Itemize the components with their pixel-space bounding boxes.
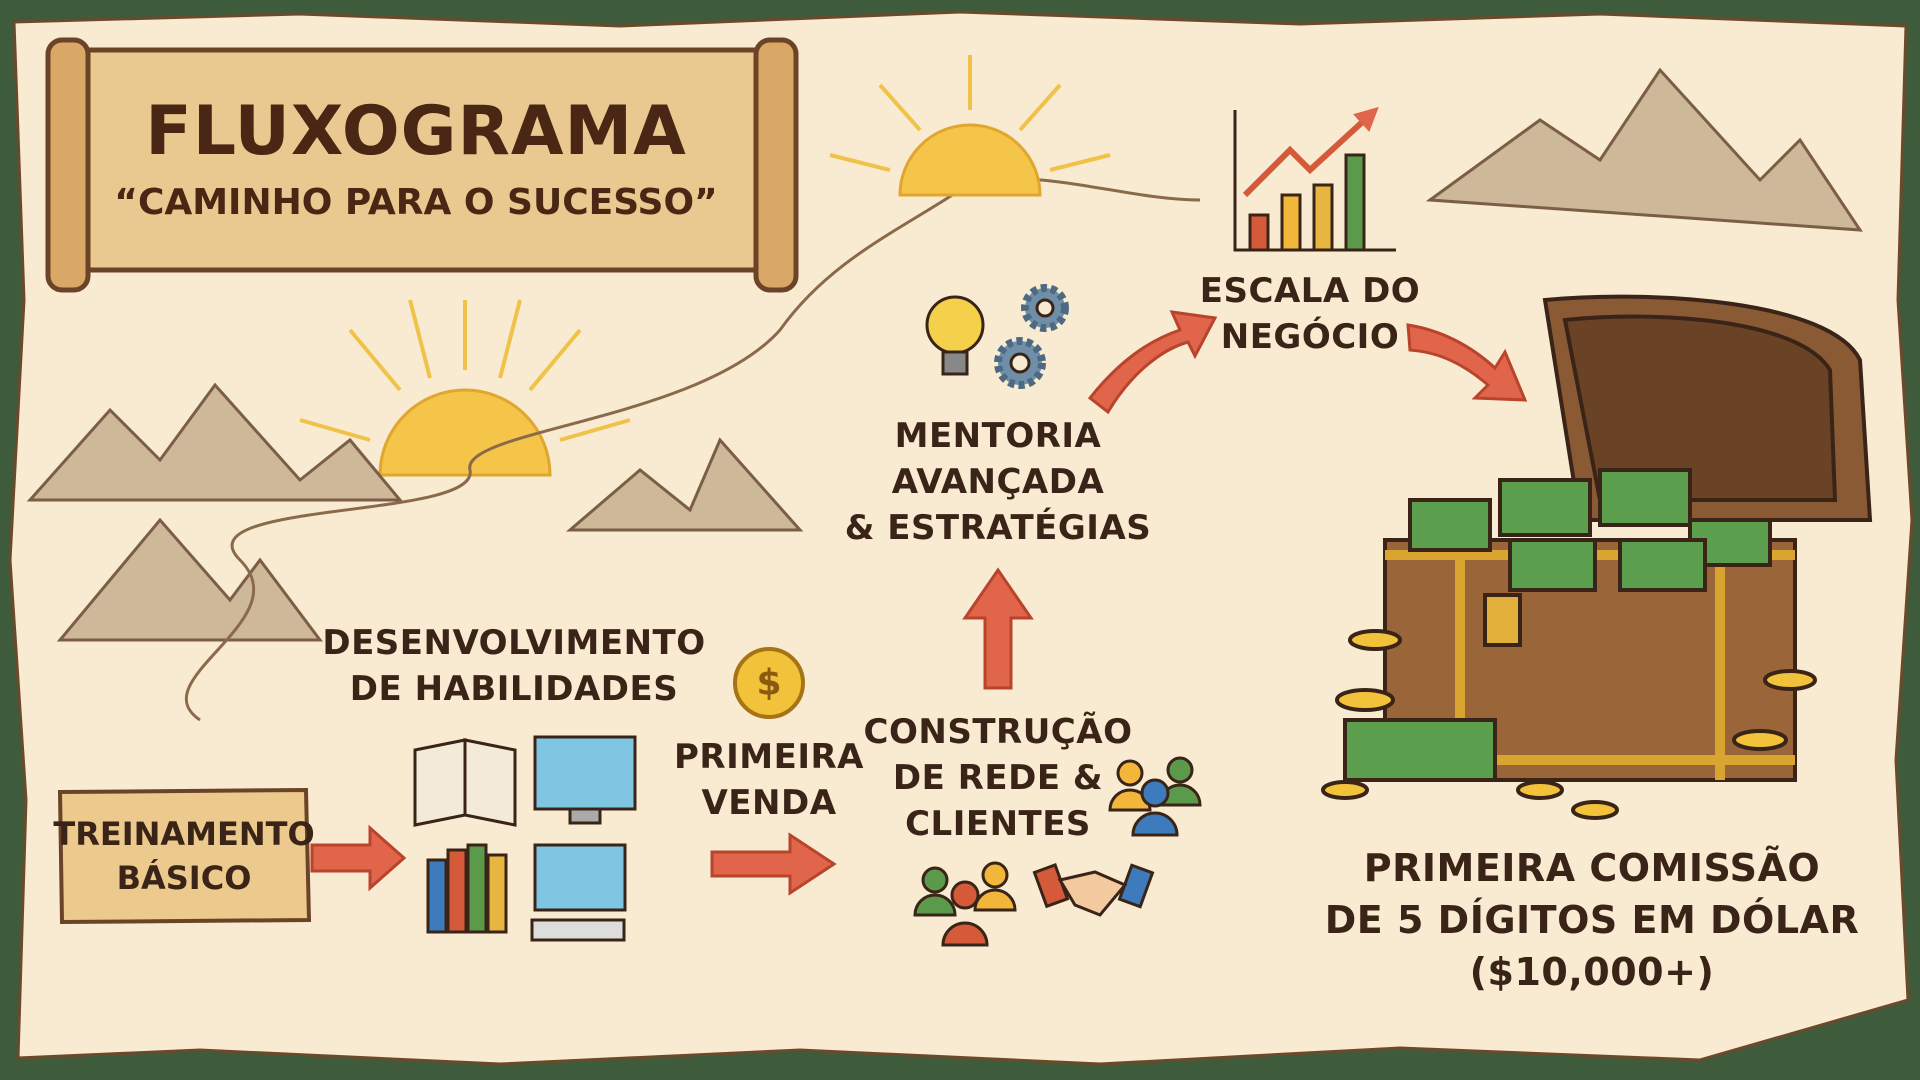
step-label-line: TREINAMENTO <box>53 815 315 853</box>
step-label-line: BÁSICO <box>116 859 252 897</box>
step-label-line: PRIMEIRA COMISSÃO <box>1363 846 1821 890</box>
books-and-computers-icon <box>413 735 637 942</box>
step-mentoria: MENTORIA AVANÇADA & ESTRATÉGIAS <box>845 413 1152 551</box>
step-construcao-rede: CONSTRUÇÃO DE REDE & CLIENTES <box>864 709 1133 847</box>
flow-arrows <box>310 310 1528 896</box>
page-title: FLUXOGRAMA <box>145 92 687 171</box>
handshake-icon <box>1032 863 1155 917</box>
step-label-line: CONSTRUÇÃO <box>863 712 1133 752</box>
step-label-line: NEGÓCIO <box>1220 317 1400 357</box>
step-label-line: AVANÇADA <box>891 462 1105 502</box>
arrow-up-icon <box>962 567 1034 690</box>
page-subtitle: “CAMINHO PARA O SUCESSO” <box>114 182 718 223</box>
step-desenvolvimento: DESENVOLVIMENTO DE HABILIDADES <box>322 620 705 712</box>
step-treinamento-basico: TREINAMENTO BÁSICO <box>53 792 314 920</box>
step-label-line: CLIENTES <box>905 804 1091 844</box>
mountains-right <box>1425 67 1863 232</box>
sunrise-icon <box>829 55 1111 197</box>
arrow-down-right-icon <box>1406 323 1528 402</box>
growth-chart-icon <box>1233 106 1396 252</box>
step-escala: ESCALA DO NEGÓCIO <box>1200 268 1420 360</box>
people-network-icon <box>913 756 1202 947</box>
gears-icon <box>994 284 1069 389</box>
step-label-line: PRIMEIRA <box>674 737 864 777</box>
arrow-right-icon <box>310 824 407 892</box>
step-label-line: ($10,000+) <box>1469 950 1715 994</box>
sunrise-icon <box>299 299 631 477</box>
step-label-line: & ESTRATÉGIAS <box>844 508 1152 548</box>
step-primeira-comissao: PRIMEIRA COMISSÃO DE 5 DÍGITOS EM DÓLAR … <box>1325 842 1859 998</box>
dollar-coin-icon <box>733 647 805 719</box>
arrow-up-right-icon <box>1087 310 1218 415</box>
coin-dollar-symbol: $ <box>756 662 782 704</box>
step-label-line: ESCALA DO <box>1199 271 1421 311</box>
step-label-line: DE 5 DÍGITOS EM DÓLAR <box>1324 898 1860 942</box>
step-label-line: VENDA <box>701 783 837 823</box>
lightbulb-icon <box>925 295 985 376</box>
title-scroll-banner <box>45 37 799 293</box>
step-label-line: DE REDE & <box>892 758 1104 798</box>
step-label-line: DE HABILIDADES <box>349 669 679 709</box>
arrow-right-icon <box>710 832 837 896</box>
step-label-line: DESENVOLVIMENTO <box>322 623 706 663</box>
mountains-left <box>26 382 804 642</box>
step-primeira-venda: PRIMEIRA VENDA <box>674 734 864 826</box>
treinamento-box-shape <box>57 787 312 925</box>
treasure-chest-icon <box>1321 294 1873 820</box>
step-label-line: MENTORIA <box>894 416 1102 456</box>
